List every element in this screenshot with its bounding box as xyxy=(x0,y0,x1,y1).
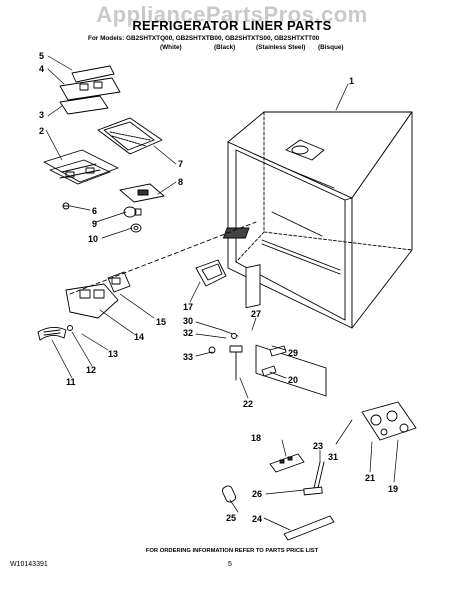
finish-stainless: (Stainless Steel) xyxy=(256,44,306,51)
refrigerator-liner xyxy=(222,111,413,397)
callout-15: 15 xyxy=(156,317,166,327)
callout-7: 7 xyxy=(178,159,183,169)
part-callouts: 1 2 3 4 5 6 7 8 9 10 11 12 13 14 15 17 1… xyxy=(39,51,398,524)
finish-black: (Black) xyxy=(214,44,236,51)
callout-17: 17 xyxy=(183,302,193,312)
callout-23: 23 xyxy=(313,441,323,451)
finish-white: (White) xyxy=(160,44,182,51)
callout-22: 22 xyxy=(243,399,253,409)
strip-part-24 xyxy=(283,515,335,541)
callout-33: 33 xyxy=(183,352,193,362)
callout-29: 29 xyxy=(288,348,298,358)
callout-13: 13 xyxy=(108,349,118,359)
ordering-info: FOR ORDERING INFORMATION REFER TO PARTS … xyxy=(145,548,319,554)
callout-1: 1 xyxy=(349,76,354,86)
control-board-part-19 xyxy=(361,401,417,441)
callout-24: 24 xyxy=(252,514,262,524)
cover-part-17 xyxy=(195,259,227,287)
models-line: For Models: GB2SHTXTQ00, GB2SHTXTB00, GB… xyxy=(88,35,320,42)
callout-21: 21 xyxy=(365,473,375,483)
light-shield-part-7 xyxy=(97,117,163,155)
callout-11: 11 xyxy=(66,377,76,387)
watermark: AppliancePartsPros.com xyxy=(96,2,368,27)
bulb-part-25 xyxy=(221,485,237,503)
callout-20: 20 xyxy=(288,375,298,385)
callout-19: 19 xyxy=(388,484,398,494)
document-number: W10143391 xyxy=(10,561,48,568)
callout-27: 27 xyxy=(251,309,261,319)
sensor-part-23 xyxy=(303,461,325,496)
callout-9: 9 xyxy=(92,219,97,229)
callout-6: 6 xyxy=(92,206,97,216)
callout-3: 3 xyxy=(39,110,44,120)
page-number: 5 xyxy=(228,561,232,568)
bulb-socket-part-10 xyxy=(130,223,142,233)
bulb-part-9 xyxy=(123,206,142,218)
callout-14: 14 xyxy=(134,332,144,342)
housing-part-2 xyxy=(43,149,119,185)
callout-12: 12 xyxy=(86,365,96,375)
callout-31: 31 xyxy=(328,452,338,462)
control-part-15 xyxy=(107,271,131,293)
socket-part-8 xyxy=(119,183,165,203)
screw-part-12 xyxy=(67,325,73,331)
light-cover-part-4 xyxy=(59,65,121,115)
callout-32: 32 xyxy=(183,328,193,338)
page-title: REFRIGERATOR LINER PARTS xyxy=(132,18,332,33)
callout-30: 30 xyxy=(183,316,193,326)
cover-part-18 xyxy=(269,453,305,473)
callout-2: 2 xyxy=(39,126,44,136)
leader-lines xyxy=(45,55,399,531)
finish-bisque: (Bisque) xyxy=(318,44,344,51)
callout-18: 18 xyxy=(251,433,261,443)
callout-10: 10 xyxy=(88,234,98,244)
callout-8: 8 xyxy=(178,177,183,187)
callout-26: 26 xyxy=(252,489,262,499)
callout-5: 5 xyxy=(39,51,44,61)
connection-line xyxy=(69,221,257,295)
grille-part-11 xyxy=(37,327,67,341)
screw-part-6 xyxy=(62,202,70,210)
control-housing-part-14 xyxy=(65,283,119,319)
hinge-assembly xyxy=(208,264,287,381)
callout-4: 4 xyxy=(39,64,44,74)
callout-25: 25 xyxy=(226,513,236,523)
